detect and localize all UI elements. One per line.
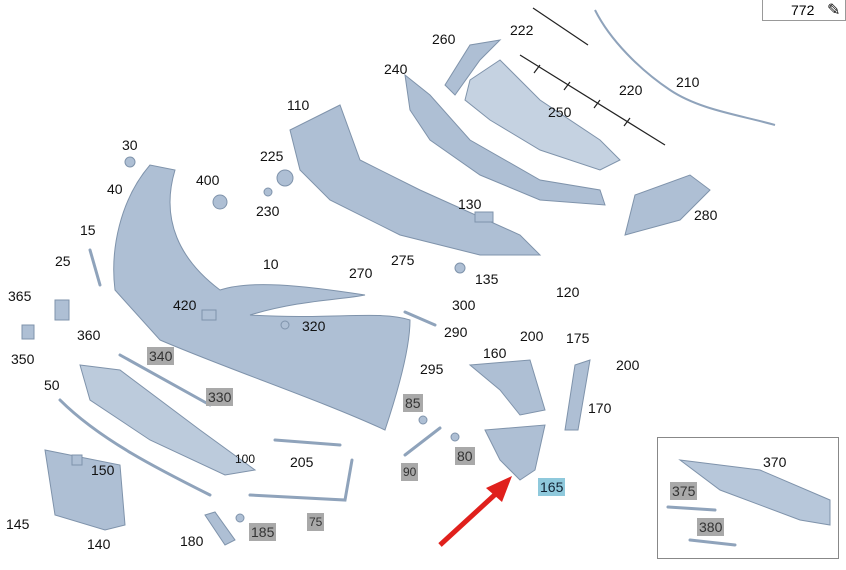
label-85[interactable]: 85 xyxy=(403,394,423,412)
label-165[interactable]: 165 xyxy=(538,478,566,496)
label-225: 225 xyxy=(260,148,284,164)
label-380[interactable]: 380 xyxy=(697,518,725,536)
part-135 xyxy=(454,262,466,274)
label-210: 210 xyxy=(676,74,700,90)
label-365: 365 xyxy=(8,288,32,304)
page-number-box[interactable]: 772 ✎ xyxy=(762,0,846,21)
label-30: 30 xyxy=(122,137,138,153)
part-222-line xyxy=(532,7,589,46)
part-205-strip xyxy=(273,438,342,447)
part-400 xyxy=(212,194,228,210)
label-300: 300 xyxy=(452,297,476,313)
label-370: 370 xyxy=(763,454,787,470)
part-370 xyxy=(678,459,831,526)
label-50: 50 xyxy=(44,377,60,393)
label-360: 360 xyxy=(77,327,101,343)
label-15: 15 xyxy=(80,222,96,238)
part-90-strip xyxy=(403,426,442,457)
part-150 xyxy=(71,454,83,466)
label-10: 10 xyxy=(263,256,279,272)
label-75[interactable]: 75 xyxy=(307,513,325,531)
part-10-bumper-cover xyxy=(113,164,411,431)
part-220-line xyxy=(519,54,666,146)
part-85 xyxy=(418,415,428,425)
label-120: 120 xyxy=(556,284,580,300)
label-110: 110 xyxy=(287,97,310,113)
label-420: 420 xyxy=(173,297,197,313)
label-250: 250 xyxy=(548,104,572,120)
label-80[interactable]: 80 xyxy=(455,447,475,465)
label-205: 205 xyxy=(290,454,314,470)
part-225 xyxy=(276,169,294,187)
label-135: 135 xyxy=(475,271,499,287)
part-30 xyxy=(124,156,136,168)
red-arrow-head xyxy=(486,476,512,502)
label-170: 170 xyxy=(588,400,612,416)
label-25: 25 xyxy=(55,253,71,269)
part-260 xyxy=(444,39,502,96)
label-280: 280 xyxy=(694,207,718,223)
label-185[interactable]: 185 xyxy=(249,523,277,541)
label-180: 180 xyxy=(180,533,204,549)
label-90[interactable]: 90 xyxy=(401,463,419,481)
part-180 xyxy=(204,511,236,546)
label-222: 222 xyxy=(510,22,534,38)
part-80 xyxy=(450,432,460,442)
label-275: 275 xyxy=(391,252,415,268)
part-160 xyxy=(468,359,546,416)
part-350 xyxy=(21,324,35,340)
part-165 xyxy=(484,424,546,481)
label-240: 240 xyxy=(384,61,408,77)
part-75-strip xyxy=(248,458,354,502)
label-220: 220 xyxy=(619,82,643,98)
page-number: 772 xyxy=(791,2,815,18)
part-210-cable xyxy=(594,9,776,126)
label-295: 295 xyxy=(420,361,444,377)
part-15-strip xyxy=(88,248,102,287)
label-160: 160 xyxy=(483,345,507,361)
part-140-plate xyxy=(44,449,126,531)
part-240-bracket xyxy=(404,73,606,206)
label-140: 140 xyxy=(87,536,111,552)
part-185 xyxy=(235,513,245,523)
label-330[interactable]: 330 xyxy=(206,388,234,406)
part-340-strip xyxy=(118,353,212,407)
label-200: 200 xyxy=(520,328,544,344)
label-350: 350 xyxy=(11,351,35,367)
label-130: 130 xyxy=(458,196,482,212)
part-320 xyxy=(280,320,290,330)
part-250-grille xyxy=(464,59,621,171)
label-270: 270 xyxy=(349,265,373,281)
label-150: 150 xyxy=(91,462,115,478)
part-170 xyxy=(564,359,591,431)
part-420 xyxy=(201,309,217,321)
part-360 xyxy=(54,299,70,321)
label-40: 40 xyxy=(107,181,123,197)
label-100: 100 xyxy=(235,452,256,466)
detail-inset xyxy=(657,437,839,559)
label-375[interactable]: 375 xyxy=(670,482,698,500)
part-50-strip xyxy=(58,398,212,497)
label-145: 145 xyxy=(6,516,30,532)
label-400: 400 xyxy=(196,172,220,188)
part-375-strip xyxy=(666,505,717,512)
red-arrow xyxy=(438,488,502,547)
label-175: 175 xyxy=(566,330,590,346)
label-260: 260 xyxy=(432,31,456,47)
edit-icon[interactable]: ✎ xyxy=(827,2,841,19)
label-200-right: 200 xyxy=(616,357,640,373)
part-290-strip xyxy=(403,310,437,327)
label-340[interactable]: 340 xyxy=(147,347,175,365)
label-290: 290 xyxy=(444,324,468,340)
label-230: 230 xyxy=(256,203,280,219)
label-320: 320 xyxy=(302,318,326,334)
part-230 xyxy=(263,187,273,197)
part-380-strip xyxy=(688,538,737,547)
part-130 xyxy=(474,211,494,223)
part-330-lower-grille xyxy=(79,364,257,476)
part-280 xyxy=(624,174,711,236)
